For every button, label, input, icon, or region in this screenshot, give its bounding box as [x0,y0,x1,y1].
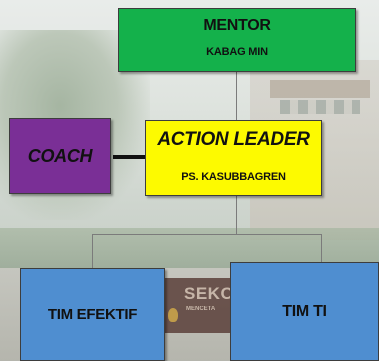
tim-efektif-node: TIM EFEKTIF [20,268,165,361]
connector-leader-down [236,196,237,234]
connector-coach-to-leader [113,155,146,159]
connector-mentor-to-leader [236,72,237,120]
background-sign [165,278,240,333]
action-leader-title: ACTION LEADER [157,129,310,150]
coach-node: COACH [9,118,111,194]
mentor-subtitle: KABAG MIN [206,46,268,58]
tim-efektif-title: TIM EFEKTIF [47,306,138,323]
background-sign-title: SEKO [184,284,235,303]
mentor-node: MENTOR KABAG MIN [118,8,356,72]
connector-to-tim-efektif [92,234,93,268]
connector-to-tim-ti [321,234,322,262]
action-leader-subtitle: PS. KASUBBAGREN [181,171,286,183]
tim-ti-title: TIM TI [282,302,327,320]
coach-title: COACH [27,145,93,166]
mentor-title: MENTOR [203,17,271,34]
connector-team-bar [92,234,322,235]
background-windows [280,100,360,114]
background-sign-subtitle: MENCETA [186,306,216,312]
background-roof [270,80,370,98]
action-leader-node: ACTION LEADER PS. KASUBBAGREN [145,120,322,196]
background-sign-emblem-icon [168,308,178,322]
tim-ti-node: TIM TI [230,262,379,361]
